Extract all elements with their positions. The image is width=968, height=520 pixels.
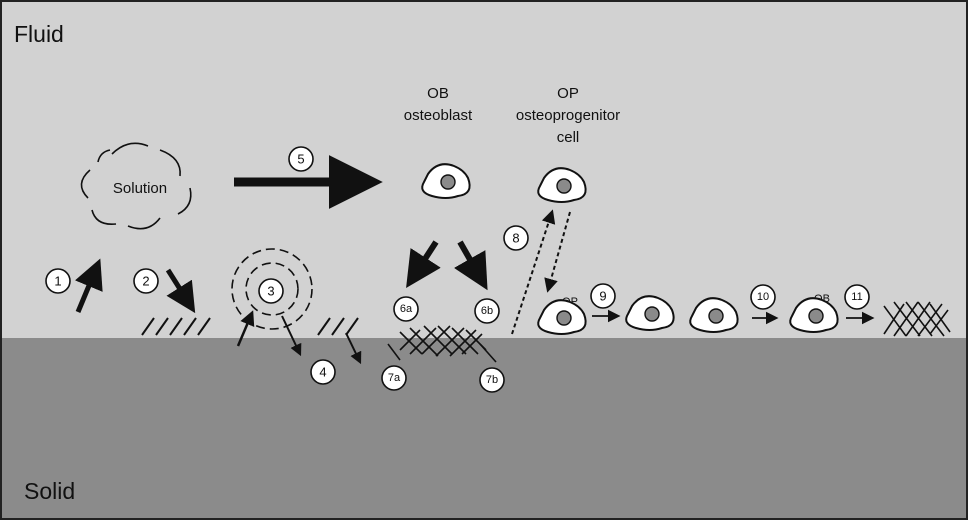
step-marker-2: 2 bbox=[133, 268, 159, 294]
step-marker-3: 3 bbox=[258, 278, 284, 304]
solution-cloud bbox=[80, 142, 192, 230]
arrow-1 bbox=[74, 258, 103, 313]
fluid-label: Fluid bbox=[14, 21, 64, 47]
solid-region bbox=[0, 338, 968, 520]
cell-seq-4 bbox=[789, 297, 839, 333]
op-full-label-2: cell bbox=[557, 129, 580, 146]
arrow-3-out bbox=[281, 315, 302, 357]
step-marker-4: 4 bbox=[310, 359, 336, 385]
step-label-5: 5 bbox=[297, 152, 304, 167]
step-label-6b: 6b bbox=[481, 305, 493, 317]
arrow-6b bbox=[454, 240, 488, 291]
ob-full-label: osteoblast bbox=[404, 107, 473, 124]
matrix-mesh-right bbox=[883, 301, 951, 337]
osteoblast-cell bbox=[421, 163, 471, 199]
matrix-mesh-middle bbox=[387, 325, 497, 363]
op-abbr-label: OP bbox=[557, 85, 579, 102]
step-label-3: 3 bbox=[267, 284, 274, 299]
arrow-8-up bbox=[511, 209, 556, 335]
step-label-6a: 6a bbox=[400, 303, 413, 315]
ob-abbr-label: OB bbox=[427, 85, 449, 102]
arrow-4 bbox=[345, 332, 362, 365]
cell-seq-2 bbox=[625, 295, 675, 331]
cell-seq-3 bbox=[689, 297, 739, 333]
step-marker-8: 8 bbox=[503, 225, 529, 251]
step-marker-9: 9 bbox=[590, 283, 616, 309]
dissolution-rings bbox=[231, 248, 313, 330]
step-label-7a: 7a bbox=[388, 372, 401, 384]
step-marker-7a: 7a bbox=[381, 365, 407, 391]
step-label-9: 9 bbox=[599, 289, 606, 304]
step-label-4: 4 bbox=[319, 365, 326, 380]
arrow-6a bbox=[406, 240, 441, 289]
step-marker-6a: 6a bbox=[393, 296, 419, 322]
step-label-2: 2 bbox=[142, 274, 149, 289]
op-full-label-1: osteoprogenitor bbox=[516, 107, 620, 124]
step-marker-1: 1 bbox=[45, 268, 71, 294]
osteoprogenitor-cell bbox=[537, 167, 587, 203]
hatch-left bbox=[141, 317, 211, 336]
step-label-1: 1 bbox=[54, 274, 61, 289]
step-label-7b: 7b bbox=[486, 374, 498, 386]
solution-label: Solution bbox=[113, 180, 167, 197]
step-label-8: 8 bbox=[512, 231, 519, 246]
step-marker-7b: 7b bbox=[479, 367, 505, 393]
step-marker-5: 5 bbox=[288, 146, 314, 172]
arrow-3-in bbox=[236, 310, 255, 347]
step-marker-11: 11 bbox=[844, 284, 870, 310]
step-marker-10: 10 bbox=[750, 284, 776, 310]
solid-label: Solid bbox=[24, 478, 75, 504]
arrow-2 bbox=[165, 268, 196, 314]
step-marker-6b: 6b bbox=[474, 298, 500, 324]
hatch-right bbox=[317, 317, 359, 336]
step-label-11: 11 bbox=[851, 291, 862, 303]
cell-seq-1 bbox=[537, 299, 587, 335]
step-label-10: 10 bbox=[757, 291, 769, 303]
